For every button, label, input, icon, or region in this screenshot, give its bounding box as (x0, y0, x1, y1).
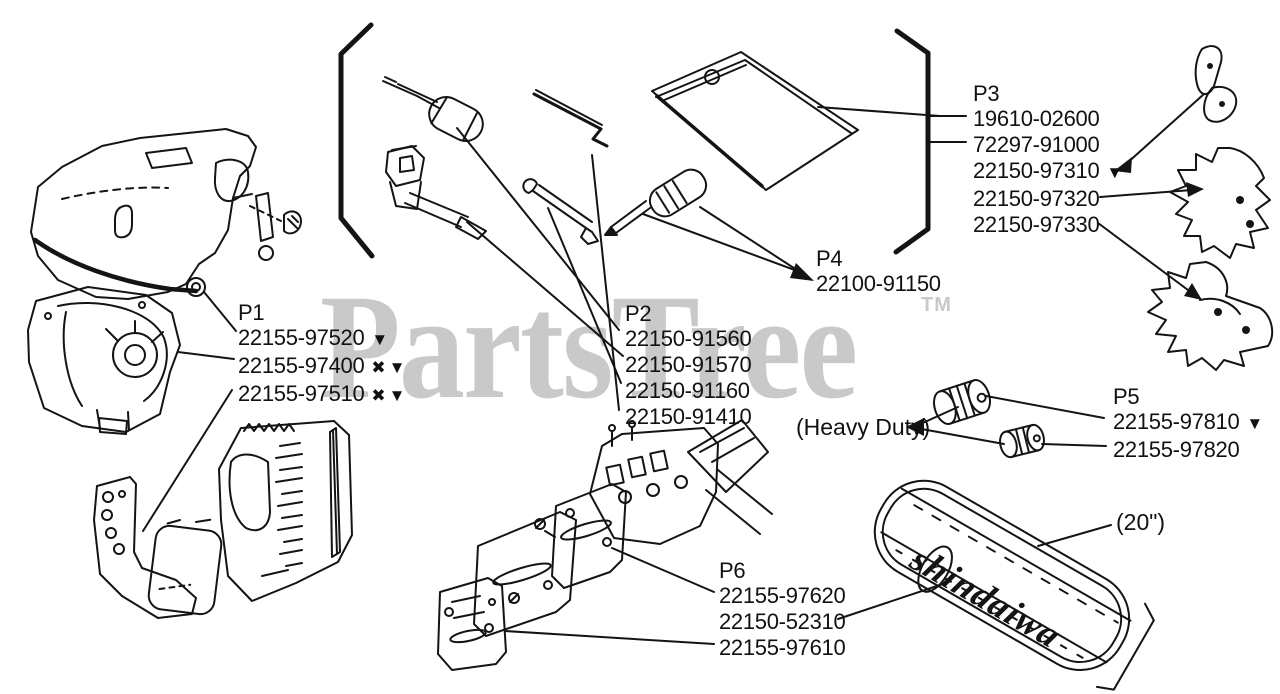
part-number-row: 22150-97320 (973, 186, 1100, 211)
part-group-p6: P6 22155-97620 22150-52310 22155-97610 (719, 558, 846, 661)
part-group-p4: P4 22100-91150 (816, 246, 941, 297)
hex-key-drawing (532, 89, 609, 148)
part-number-row: 22150-91160 (625, 378, 750, 403)
part-number-row: 22155-97620 (719, 583, 846, 608)
part-number-row: 22150-91410 (625, 404, 752, 429)
part-number-row: 72297-91000 (973, 132, 1100, 157)
group-label-p2: P2 (625, 301, 652, 326)
felling-dog-large-drawing (1147, 261, 1274, 371)
socket-wrench-drawing (385, 145, 487, 240)
top-cover-drawing (30, 128, 302, 300)
watermark-tm: TM (921, 294, 952, 316)
part-number-row: 22150-97310▼ (973, 158, 1127, 183)
part-group-p3: P3 19610-02600 72297-91000 22150-97310▼ … (973, 81, 1126, 238)
group-label-p6: P6 (719, 558, 746, 583)
brand-text: shindaiwa (901, 539, 1069, 655)
part-number-row: 19610-02600 (973, 106, 1100, 131)
part-number-row: 22155-97520▼ (238, 325, 392, 350)
part-marker: ▼ (371, 330, 392, 349)
bumper-large-drawing (933, 378, 991, 426)
small-tool-drawing (604, 168, 708, 236)
group-label-p4: P4 (816, 246, 843, 271)
part-number-row: 22150-97330 (973, 212, 1100, 237)
group-label-p5: P5 (1113, 384, 1140, 409)
clutch-side-assembly-drawing (589, 419, 773, 545)
group-label-p3: P3 (973, 81, 1000, 106)
group-label-p1: P1 (238, 300, 265, 325)
right-bracket (893, 28, 931, 255)
felling-dog-small-drawing (1194, 45, 1238, 123)
part-group-p2: P2 22150-91560 22150-91570 22150-91160 2… (625, 301, 752, 430)
part-number-row: 22150-91570 (625, 352, 752, 377)
part-group-p1: P1 22155-97520▼ 22155-97400✖▼ 22155-9751… (238, 300, 408, 409)
part-marker: ✖▼ (371, 386, 409, 405)
open-end-wrench-drawing (522, 178, 599, 245)
bracket-plate-drawing (93, 476, 197, 619)
cover-plate-drawing (147, 518, 223, 616)
felling-dog-mid-drawing (1169, 147, 1271, 259)
fan-housing-drawing (27, 286, 181, 435)
part-marker: ▼ (1106, 163, 1127, 182)
part-number-row: 22155-97510✖▼ (238, 381, 409, 406)
left-bracket (338, 22, 375, 259)
bumper-small-drawing (999, 423, 1045, 459)
part-number-row: 22155-97610 (719, 635, 846, 660)
part-number-row: 22155-97400✖▼ (238, 353, 409, 378)
bar-length-note: (20") (1116, 509, 1166, 535)
part-number-row: 22150-52310 (719, 609, 846, 634)
chain-catcher-drawing (437, 577, 520, 671)
leader-lines (142, 93, 1205, 645)
part-number-row: 22155-97810▼ (1113, 409, 1267, 434)
part-number-row: 22100-91150 (816, 271, 941, 296)
kit-bag-drawing (651, 51, 859, 191)
watermark: PartsTree (320, 264, 858, 430)
screwdriver-drawing (382, 76, 484, 142)
part-group-p5: P5 22155-97810▼ 22155-97820 (1113, 384, 1266, 463)
part-marker: ✖▼ (371, 358, 409, 377)
guide-plate-inner-drawing (473, 511, 577, 637)
part-marker: ▼ (1246, 414, 1267, 433)
part-number-row: 22150-91560 (625, 326, 752, 351)
part-number-row: 22155-97820 (1113, 437, 1240, 462)
heavy-duty-note: (Heavy Duty) (796, 414, 931, 440)
chain-guard-drawing: shindaiwa (873, 479, 1155, 691)
starter-grille-drawing (218, 420, 353, 602)
